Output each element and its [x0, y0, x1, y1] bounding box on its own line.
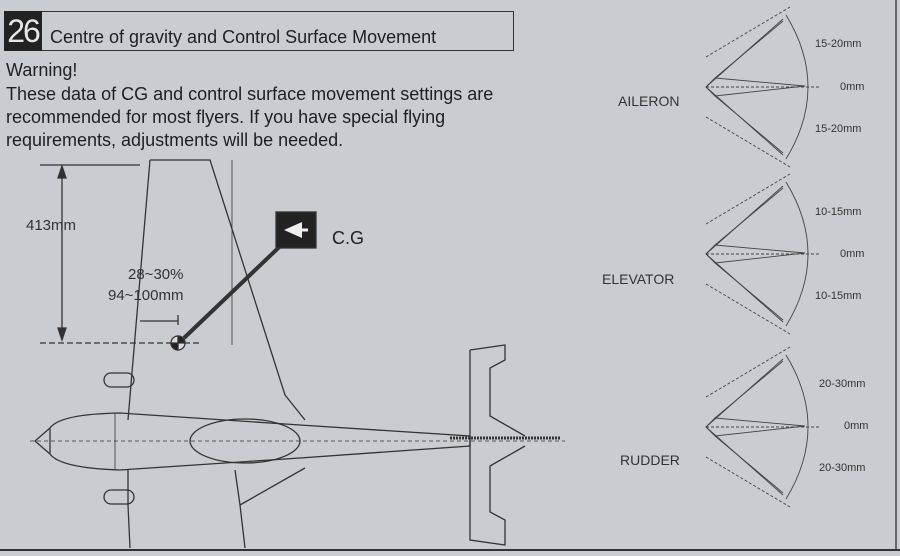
warning-heading: Warning!: [6, 60, 78, 80]
control-neutral: 0mm: [844, 420, 869, 432]
control-down: 10-15mm: [815, 290, 862, 302]
cg-percent-label: 28~30%: [128, 266, 184, 283]
cg-label: C.G: [332, 228, 365, 248]
control-throw-diagram: [705, 346, 820, 508]
control-name: AILERON: [618, 93, 680, 109]
control-down: 20-30mm: [819, 462, 866, 474]
control-down: 15-20mm: [815, 123, 862, 135]
control-name: RUDDER: [620, 452, 680, 468]
control-throw-diagram: [705, 173, 820, 335]
control-name: ELEVATOR: [602, 271, 675, 287]
chord-length-label: 413mm: [26, 217, 77, 234]
control-up: 20-30mm: [819, 378, 866, 390]
warning-text: These data of CG and control surface mov…: [6, 84, 494, 150]
control-neutral: 0mm: [840, 248, 865, 260]
control-throw-diagram: [705, 6, 820, 168]
section-number: 26: [4, 11, 42, 51]
control-up: 15-20mm: [815, 38, 862, 50]
cg-distance-label: 94~100mm: [108, 287, 184, 304]
control-neutral: 0mm: [840, 81, 865, 93]
section-title: Centre of gravity and Control Surface Mo…: [50, 27, 437, 47]
control-up: 10-15mm: [815, 206, 862, 218]
